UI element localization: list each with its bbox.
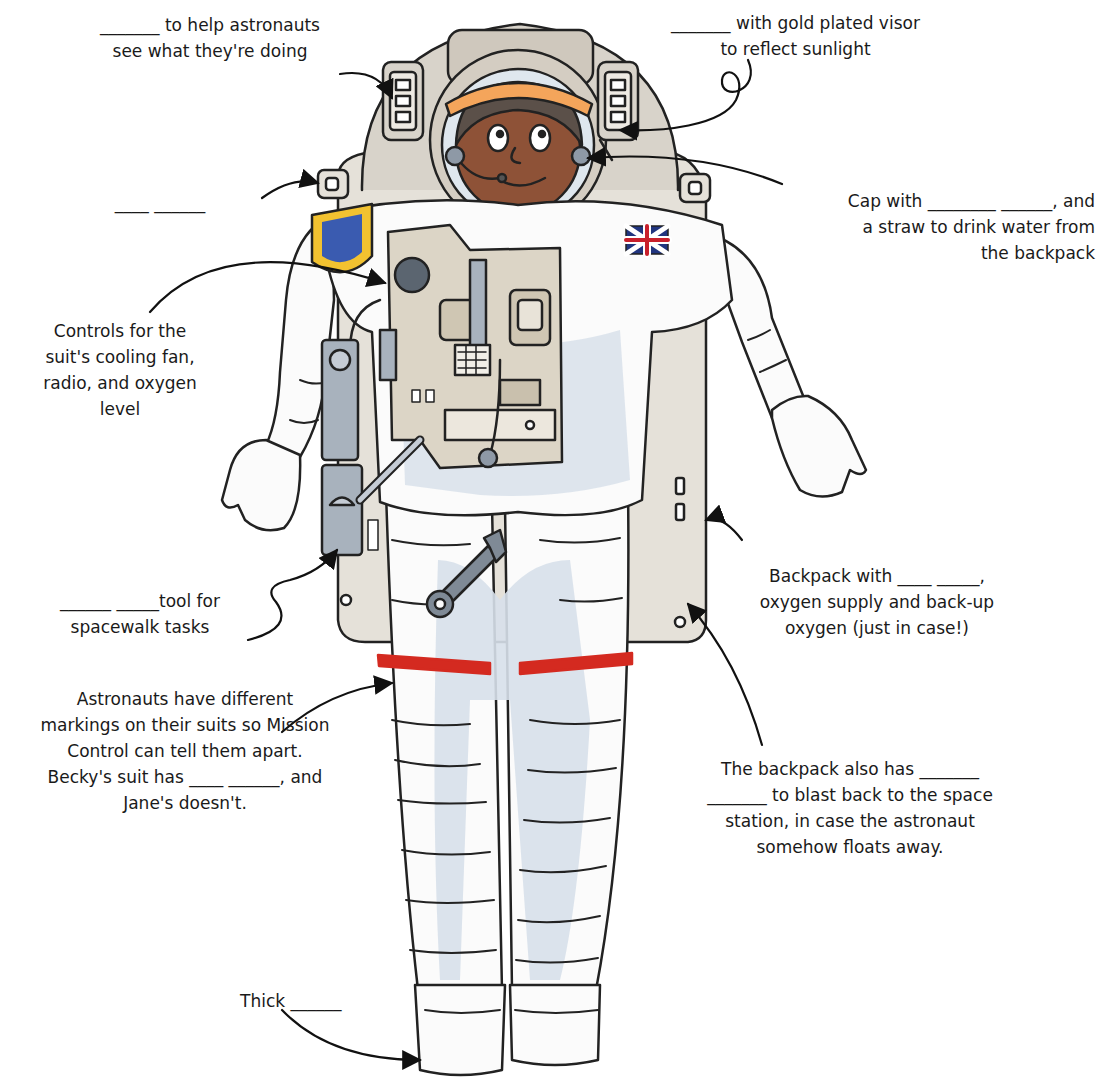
callout-label: Controls for the suit's cooling fan, rad… [40,318,200,422]
callout-label: Cap with ________ ______, and a straw to… [845,188,1095,266]
callout-label: _______ with gold plated visor to reflec… [668,10,923,62]
callout-label: Astronauts have different markings on th… [35,686,335,816]
callout-label: ____ ______ [55,190,265,216]
callout-label: _______ to help astronauts see what they… [85,12,335,64]
callout-label: ______ _____tool for spacewalk tasks [40,588,240,640]
callout-label: The backpack also has _______ _______ to… [690,756,1010,860]
callout-label: Thick ______ [240,988,390,1014]
callout-label: Backpack with ____ _____, oxygen supply … [742,563,1012,641]
